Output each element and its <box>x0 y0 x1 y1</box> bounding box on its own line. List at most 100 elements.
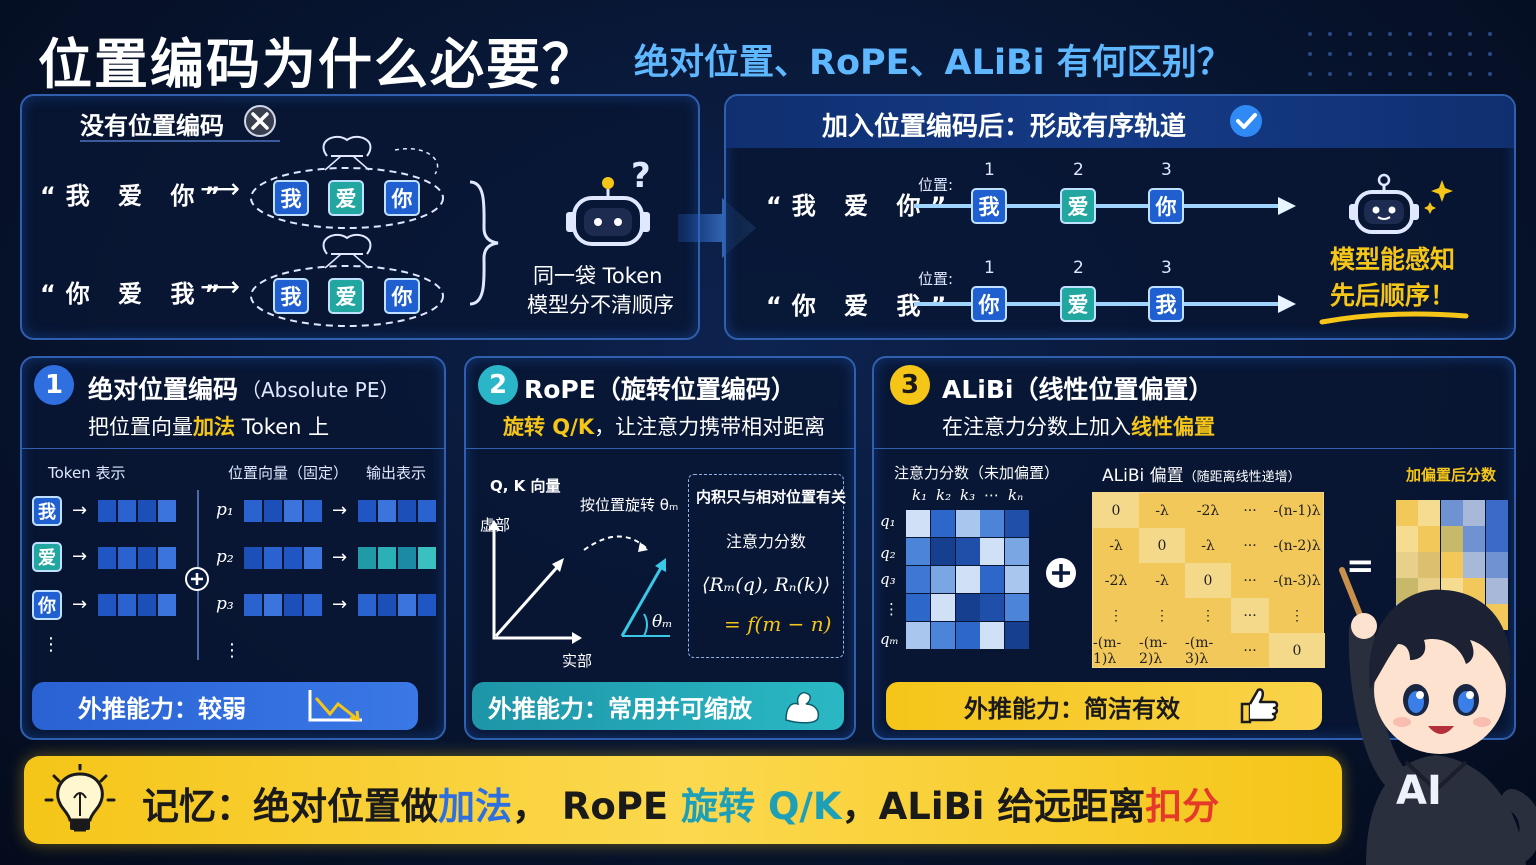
arrow-icon: ⟶ <box>200 172 241 205</box>
alibi-bias-cell: -λ <box>1109 537 1123 554</box>
biased-score-cell <box>1396 552 1418 578</box>
token-bag-icon <box>250 233 444 327</box>
position-number: 2 <box>1073 258 1084 278</box>
result-matrix-title: 加偏置后分数 <box>1406 466 1497 484</box>
no-position-header: 没有位置编码 <box>80 112 224 140</box>
arrow-icon: → <box>332 594 348 615</box>
token-ni: 你 <box>384 180 420 216</box>
position-label-row2: 位置: <box>918 270 954 288</box>
biased-score-cell <box>1396 500 1418 526</box>
biased-score-cell <box>1418 552 1441 578</box>
alibi-bias-cell: -(n-1)λ <box>1273 502 1321 519</box>
alibi-bias-cell: -λ <box>1155 572 1169 589</box>
alibi-bias-cell: ··· <box>1231 598 1269 633</box>
desc-part: Token 上 <box>241 415 330 439</box>
with-position-header: 加入位置编码后：形成有序轨道 <box>822 112 1187 142</box>
alibi-bias-cell: -(m-3)λ <box>1185 634 1214 667</box>
attention-cell <box>980 566 1005 593</box>
memory-text: 记忆：绝对位置做加法， RoPE 旋转 Q/K，ALiBi 给远距离扣分 <box>142 776 1219 830</box>
biased-score-cell <box>1463 500 1486 526</box>
attention-cell <box>930 510 955 537</box>
thumbs-up-icon <box>1240 688 1279 724</box>
position-vector-strip <box>244 594 322 616</box>
badge-value: 简洁有效 <box>1084 694 1180 723</box>
yellow-underline-decoration <box>1319 311 1469 325</box>
k-label: k₁ <box>912 486 928 504</box>
desc-highlight: 加法 <box>193 415 235 439</box>
arrow-icon: → <box>72 500 88 521</box>
attention-cell <box>1005 622 1030 649</box>
real-axis-label: 实部 <box>562 652 593 670</box>
biased-score-cell <box>1485 578 1508 604</box>
attention-cell <box>1005 538 1030 565</box>
token-ai: 爱 <box>328 180 364 216</box>
alibi-title: ALiBi（线性位置偏置） <box>942 375 1214 404</box>
token-wo: 我 <box>273 278 309 314</box>
col-output-header: 输出表示 <box>366 464 427 482</box>
robot-icon <box>566 177 650 246</box>
arrow-icon: ⟶ <box>200 270 241 303</box>
mascot-shirt-text: AI <box>1396 768 1442 814</box>
biased-score-cell <box>1485 526 1508 552</box>
token-wo: 我 <box>273 180 309 216</box>
alibi-bias-cell: -(m-2)λ <box>1139 634 1168 667</box>
alibi-bias-cell: 0 <box>1093 493 1139 528</box>
question-mark: ? <box>631 156 651 196</box>
q-label: qₘ <box>880 630 899 648</box>
rotate-label: 按位置旋转 θₘ <box>580 496 679 514</box>
alibi-bias-cell: 0 <box>1139 528 1185 563</box>
alibi-bias-cell: -λ <box>1201 537 1215 554</box>
alibi-desc: 在注意力分数上加入线性偏置 <box>942 411 1215 441</box>
alibi-bias-cell: -(m-1)λ <box>1093 634 1122 667</box>
mascot-character <box>1339 567 1536 865</box>
position-number: 3 <box>1161 258 1172 278</box>
alibi-bias-cell: ··· <box>1243 572 1257 589</box>
lightbulb-icon <box>44 764 116 832</box>
memory-rotate: 旋转 Q/K <box>681 785 842 828</box>
result-text-1: 模型能感知 <box>1330 245 1456 274</box>
page-title: 位置编码为什么必要？ <box>38 33 598 96</box>
token-cell: 爱 <box>32 542 62 572</box>
rope-desc-highlight: 旋转 Q/K <box>503 415 595 439</box>
arrow-icon: → <box>72 594 88 615</box>
attention-cell <box>930 622 955 649</box>
memory-mid1: ， RoPE <box>512 785 682 828</box>
extrapolation-badge-scalable: 外推能力：常用并可缩放 <box>472 682 844 730</box>
k-label: k₃ <box>960 486 976 504</box>
attention-cell <box>906 622 930 649</box>
formula-box-sub: 注意力分数 <box>726 532 807 551</box>
k-label: k₂ <box>936 486 952 504</box>
alibi-bias-cell: 0 <box>1269 633 1325 668</box>
embedding-strip <box>98 594 176 616</box>
memory-banner <box>24 756 1342 844</box>
ordered-token: 你 <box>971 286 1007 322</box>
check-icon <box>1230 105 1262 137</box>
biased-score-cell <box>1485 500 1508 526</box>
result-text-2: 先后顺序！ <box>1330 281 1456 310</box>
alibi-bias-cell: -(n-2)λ <box>1273 537 1321 554</box>
biased-score-cell <box>1485 552 1508 578</box>
output-strip <box>358 594 436 616</box>
plus-circle-icon <box>185 567 209 591</box>
with-position-header-bar <box>726 96 1514 148</box>
attention-cell <box>930 566 955 593</box>
attention-matrix <box>906 510 1030 650</box>
cross-icon <box>244 105 276 137</box>
token-ni: 你 <box>384 278 420 314</box>
attention-cell <box>980 510 1005 537</box>
output-strip <box>358 500 436 522</box>
panel2-divider <box>466 448 854 449</box>
attention-cell <box>1005 510 1030 537</box>
alibi-bias-cell: ⋮ <box>1155 607 1169 624</box>
q-label: ⋮ <box>884 600 899 618</box>
desc-part: 把位置向量 <box>88 415 193 439</box>
attention-matrix-title: 注意力分数（未加偏置） <box>894 464 1060 482</box>
qk-vector-label: Q, K 向量 <box>490 477 561 495</box>
attention-cell <box>930 538 955 565</box>
biased-score-cell <box>1440 500 1463 526</box>
memory-prefix: 记忆：绝对位置做 <box>142 785 438 828</box>
arrow-icon: → <box>72 546 88 567</box>
token-ai: 爱 <box>328 278 364 314</box>
col-position-header: 位置向量（固定） <box>228 464 349 482</box>
p1-label: p₁ <box>216 500 234 520</box>
